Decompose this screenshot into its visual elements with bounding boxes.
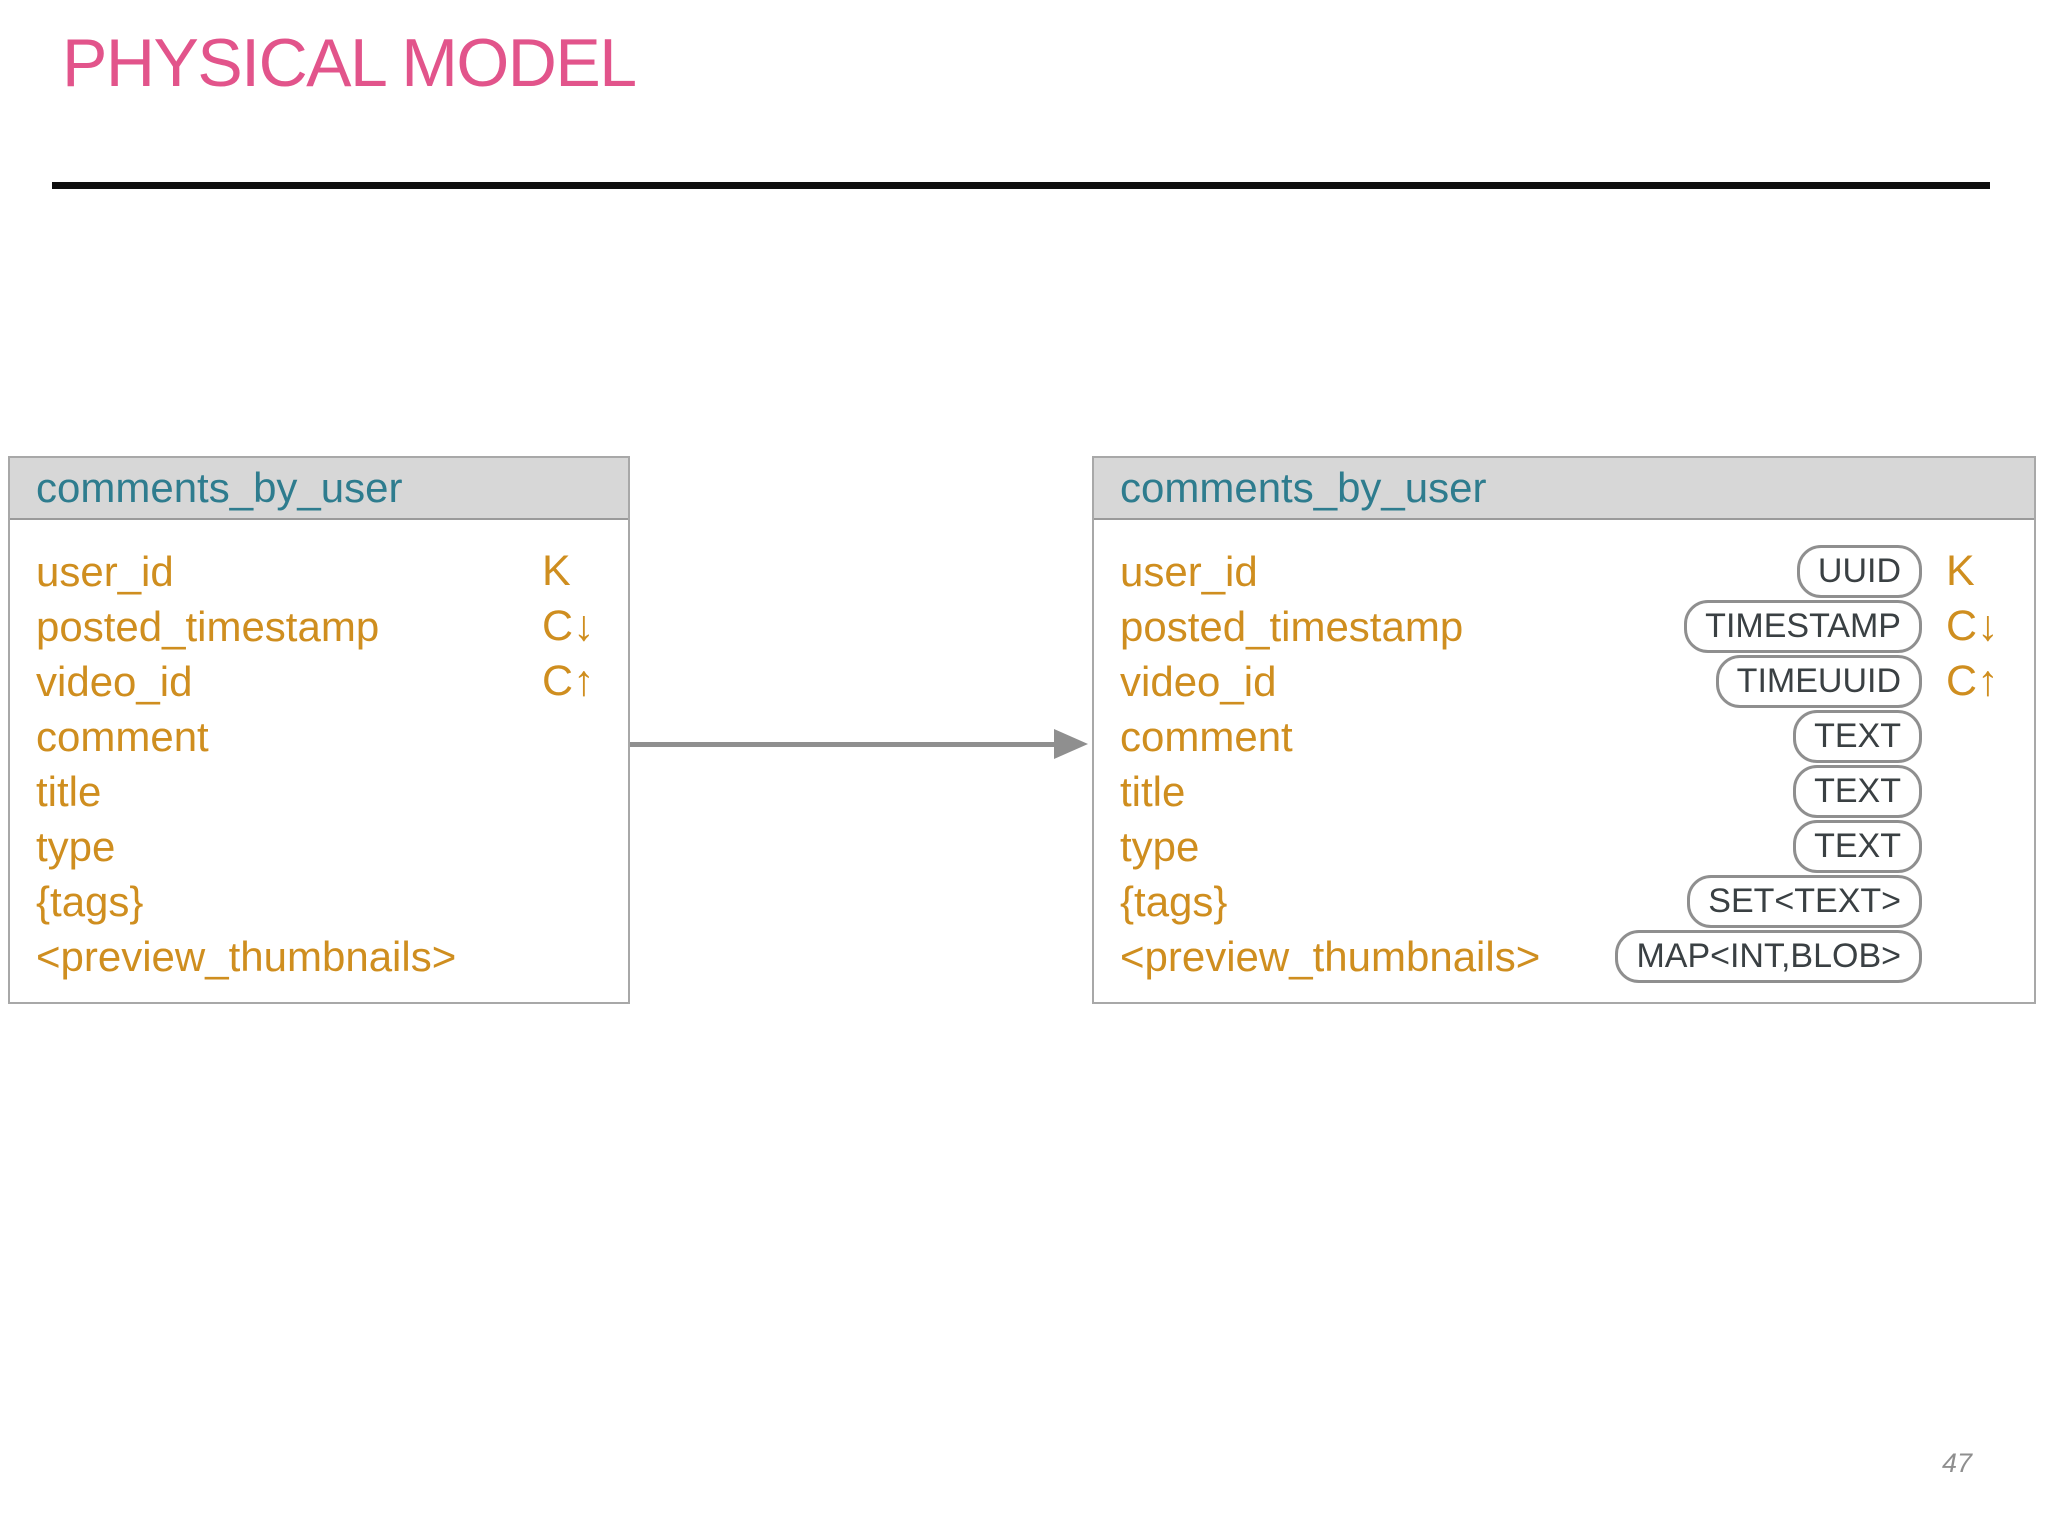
page-number: 47 — [1942, 1448, 1973, 1478]
physical-table-body: user_id UUID K posted_timestamp TIMESTAM… — [1094, 520, 2034, 984]
arrow-shaft — [630, 742, 1054, 747]
type-pill-cell: TIMESTAMP — [1684, 600, 1922, 653]
key-indicator: C↑ — [1946, 657, 1999, 705]
table-row: title TEXT — [1094, 764, 2034, 819]
type-pill: TIMEUUID — [1715, 655, 1922, 708]
key-indicator: C↓ — [1946, 602, 1999, 650]
field-name: video_id — [36, 657, 193, 705]
type-pill: TIMESTAMP — [1684, 600, 1922, 653]
type-pill-cell: TEXT — [1793, 820, 1922, 873]
logical-table: comments_by_user user_id K posted_timest… — [8, 456, 630, 1004]
field-name: title — [1120, 767, 1186, 815]
table-row: user_id K — [10, 544, 628, 599]
type-pill-cell: TEXT — [1793, 710, 1922, 763]
type-pill: SET<TEXT> — [1687, 875, 1922, 928]
field-name: comment — [36, 712, 209, 760]
table-row: comment TEXT — [1094, 709, 2034, 764]
key-indicator: K — [1946, 547, 1975, 595]
arrow-head-icon — [1054, 729, 1088, 759]
type-pill-cell: SET<TEXT> — [1687, 875, 1922, 928]
field-name: video_id — [1120, 657, 1277, 705]
field-name: user_id — [1120, 547, 1258, 595]
table-row: type TEXT — [1094, 819, 2034, 874]
table-name: comments_by_user — [36, 464, 403, 511]
title-underline — [52, 182, 1990, 189]
field-name: type — [36, 822, 116, 870]
field-name: posted_timestamp — [1120, 602, 1464, 650]
relation-arrow — [630, 729, 1088, 759]
page-title: PHYSICAL MODEL — [62, 25, 637, 101]
table-row: {tags} — [10, 874, 628, 929]
type-pill: UUID — [1796, 545, 1922, 598]
type-pill: MAP<INT,BLOB> — [1615, 930, 1922, 983]
table-row: user_id UUID K — [1094, 544, 2034, 599]
type-pill: TEXT — [1793, 765, 1922, 818]
logical-table-header: comments_by_user — [10, 458, 628, 520]
physical-table-header: comments_by_user — [1094, 458, 2034, 520]
field-name: title — [36, 767, 102, 815]
type-pill-cell: TEXT — [1793, 765, 1922, 818]
field-name: user_id — [36, 547, 174, 595]
table-row: posted_timestamp TIMESTAMP C↓ — [1094, 599, 2034, 654]
type-pill-cell: UUID — [1796, 545, 1922, 598]
table-row: <preview_thumbnails> — [10, 929, 628, 984]
table-row: type — [10, 819, 628, 874]
field-name: type — [1120, 822, 1200, 870]
table-row: {tags} SET<TEXT> — [1094, 874, 2034, 929]
key-indicator: K — [542, 547, 571, 595]
logical-table-body: user_id K posted_timestamp C↓ video_id C… — [10, 520, 628, 984]
table-row: posted_timestamp C↓ — [10, 599, 628, 654]
type-pill: TEXT — [1793, 710, 1922, 763]
table-row: video_id C↑ — [10, 654, 628, 709]
field-name: <preview_thumbnails> — [36, 932, 457, 980]
table-name: comments_by_user — [1120, 464, 1487, 511]
table-row: title — [10, 764, 628, 819]
field-name: {tags} — [36, 877, 144, 925]
key-indicator: C↑ — [542, 657, 595, 705]
table-row: comment — [10, 709, 628, 764]
table-row: <preview_thumbnails> MAP<INT,BLOB> — [1094, 929, 2034, 984]
key-indicator: C↓ — [542, 602, 595, 650]
type-pill: TEXT — [1793, 820, 1922, 873]
field-name: {tags} — [1120, 877, 1228, 925]
field-name: <preview_thumbnails> — [1120, 932, 1541, 980]
table-row: video_id TIMEUUID C↑ — [1094, 654, 2034, 709]
type-pill-cell: MAP<INT,BLOB> — [1615, 930, 1922, 983]
field-name: comment — [1120, 712, 1293, 760]
type-pill-cell: TIMEUUID — [1715, 655, 1922, 708]
physical-table: comments_by_user user_id UUID K posted_t… — [1092, 456, 2036, 1004]
field-name: posted_timestamp — [36, 602, 380, 650]
